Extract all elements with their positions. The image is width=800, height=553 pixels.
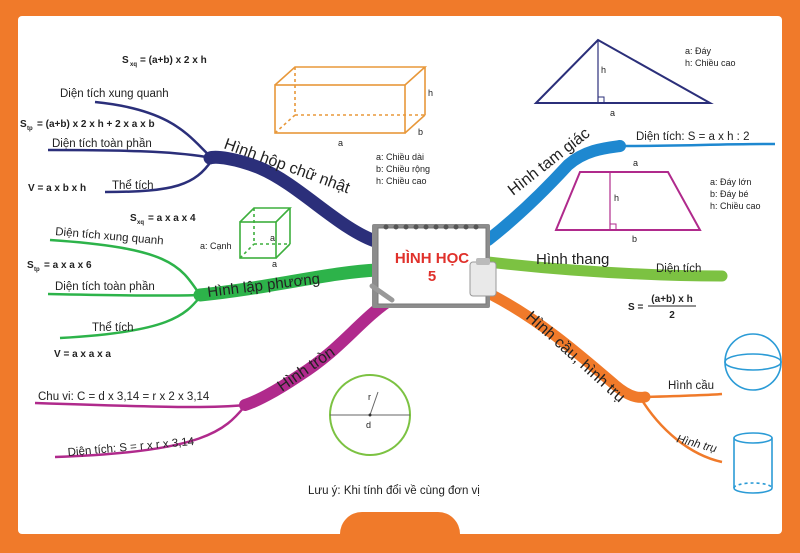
circle-area-twig — [54, 405, 246, 459]
box-dim-h: h — [428, 88, 433, 98]
circle-branch-line — [239, 294, 396, 411]
box-stp-formula: = (a+b) x 2 x h + 2 x a x b — [37, 119, 155, 130]
sphere-label: Hình cầu — [668, 380, 714, 392]
box-branch-line — [203, 150, 385, 249]
trapezoid-legend-h: h: Chiều cao — [710, 201, 761, 211]
cube-sxq-formula: = a x a x 4 — [148, 213, 196, 224]
box-legend-h: h: Chiều cao — [376, 176, 427, 186]
sphere-drawing — [724, 333, 782, 391]
circle-d-label: d — [366, 420, 371, 430]
trapezoid-legend-b: b: Đáy bé — [710, 189, 749, 199]
triangle-branch-line — [482, 140, 626, 246]
box-stp-formula-sub: tp — [27, 126, 33, 132]
trapezoid-legend-a: a: Đáy lớn — [710, 177, 751, 187]
box-stp-label: Diện tích toàn phần — [52, 138, 152, 150]
cube-drawing — [239, 207, 292, 259]
triangle-dim-a: a — [610, 108, 615, 118]
circle-drawing — [329, 374, 411, 456]
box-dim-b: b — [418, 127, 423, 137]
cube-sxq-twig — [49, 238, 202, 296]
circle-r-label: r — [368, 392, 371, 402]
cube-v-label: Thể tích — [92, 322, 134, 334]
triangle-area-label: Diện tích: S = a x h : 2 — [636, 131, 749, 143]
notebook-page — [377, 227, 487, 305]
center-notebook: HÌNH HỌC 5 — [369, 224, 497, 308]
solids-branch-line — [486, 289, 651, 403]
box-drawing — [274, 66, 428, 134]
box-stp-twig — [47, 148, 213, 160]
box-sxq-formula-prefix: S — [122, 55, 129, 66]
cylinder-twig — [638, 396, 723, 464]
trapezoid-formula-numerator: (a+b) x h — [651, 294, 692, 305]
cube-stp-formula-sub: tp — [34, 267, 40, 273]
box-stp-formula-prefix: S — [20, 119, 27, 130]
triangle-dim-h: h — [601, 65, 606, 75]
trapezoid-formula-denominator: 2 — [669, 310, 675, 321]
cube-stp-label: Diện tích toàn phần — [55, 281, 155, 293]
trapezoid-branch-line — [482, 256, 728, 282]
trapezoid-area-label: Diện tích — [656, 263, 701, 275]
cube-sxq-formula-prefix: S — [130, 213, 137, 224]
cube-stp-formula-prefix: S — [27, 260, 34, 271]
paperclip-icon — [369, 283, 395, 303]
triangle-legend-a: a: Đáy — [685, 46, 712, 56]
box-legend-a: a: Chiều dài — [376, 152, 424, 162]
notebook-rings — [383, 224, 479, 230]
box-v-twig — [104, 159, 214, 194]
circle-perimeter-twig — [34, 401, 246, 409]
box-v-label: Thể tích — [112, 180, 154, 192]
cube-branch-line — [193, 263, 385, 302]
cube-edge-label: a: Cạnh — [200, 241, 232, 251]
center-title: HÌNH HỌC — [395, 250, 469, 267]
cube-v-formula: V = a x a x a — [54, 349, 111, 360]
cube-sxq-formula-sub: xq — [137, 220, 144, 226]
box-sxq-formula-sub: xq — [130, 62, 137, 68]
cylinder-drawing — [733, 432, 773, 494]
trapezoid-dim-a: a — [633, 158, 638, 168]
box-v-formula: V = a x b x h — [28, 183, 86, 194]
trapezoid-formula: S = (a+b) x h 2 — [628, 294, 696, 321]
trapezoid-dim-b: b — [632, 234, 637, 244]
trapezoid-branch-label: Hình thang — [536, 251, 609, 268]
box-sxq-label: Diện tích xung quanh — [60, 88, 169, 100]
cube-stp-formula: = a x a x 6 — [44, 260, 92, 271]
frame-tab — [340, 512, 460, 553]
trapezoid-drawing — [554, 171, 702, 231]
cube-v-twig — [59, 296, 201, 340]
triangle-drawing — [533, 38, 714, 104]
sphere-twig — [644, 392, 723, 399]
triangle-legend-h: h: Chiều cao — [685, 58, 736, 68]
triangle-area-twig — [619, 142, 776, 148]
clipboard-icon — [469, 258, 497, 297]
cube-dim-a1: a — [270, 233, 275, 243]
box-sxq-formula: = (a+b) x 2 x h — [140, 55, 207, 66]
box-legend-b: b: Chiều rộng — [376, 164, 430, 174]
box-sxq-twig — [94, 100, 213, 159]
cube-dim-a2: a — [272, 259, 277, 269]
circle-perimeter-label: Chu vi: C = d x 3,14 = r x 2 x 3,14 — [38, 391, 210, 403]
center-subtitle: 5 — [428, 268, 436, 285]
box-dim-a: a — [338, 138, 343, 148]
cube-stp-twig — [47, 292, 201, 297]
note-text: Lưu ý: Khi tính đổi về cùng đơn vị — [308, 485, 480, 497]
trapezoid-formula-prefix: S = — [628, 302, 643, 313]
trapezoid-dim-h: h — [614, 193, 619, 203]
